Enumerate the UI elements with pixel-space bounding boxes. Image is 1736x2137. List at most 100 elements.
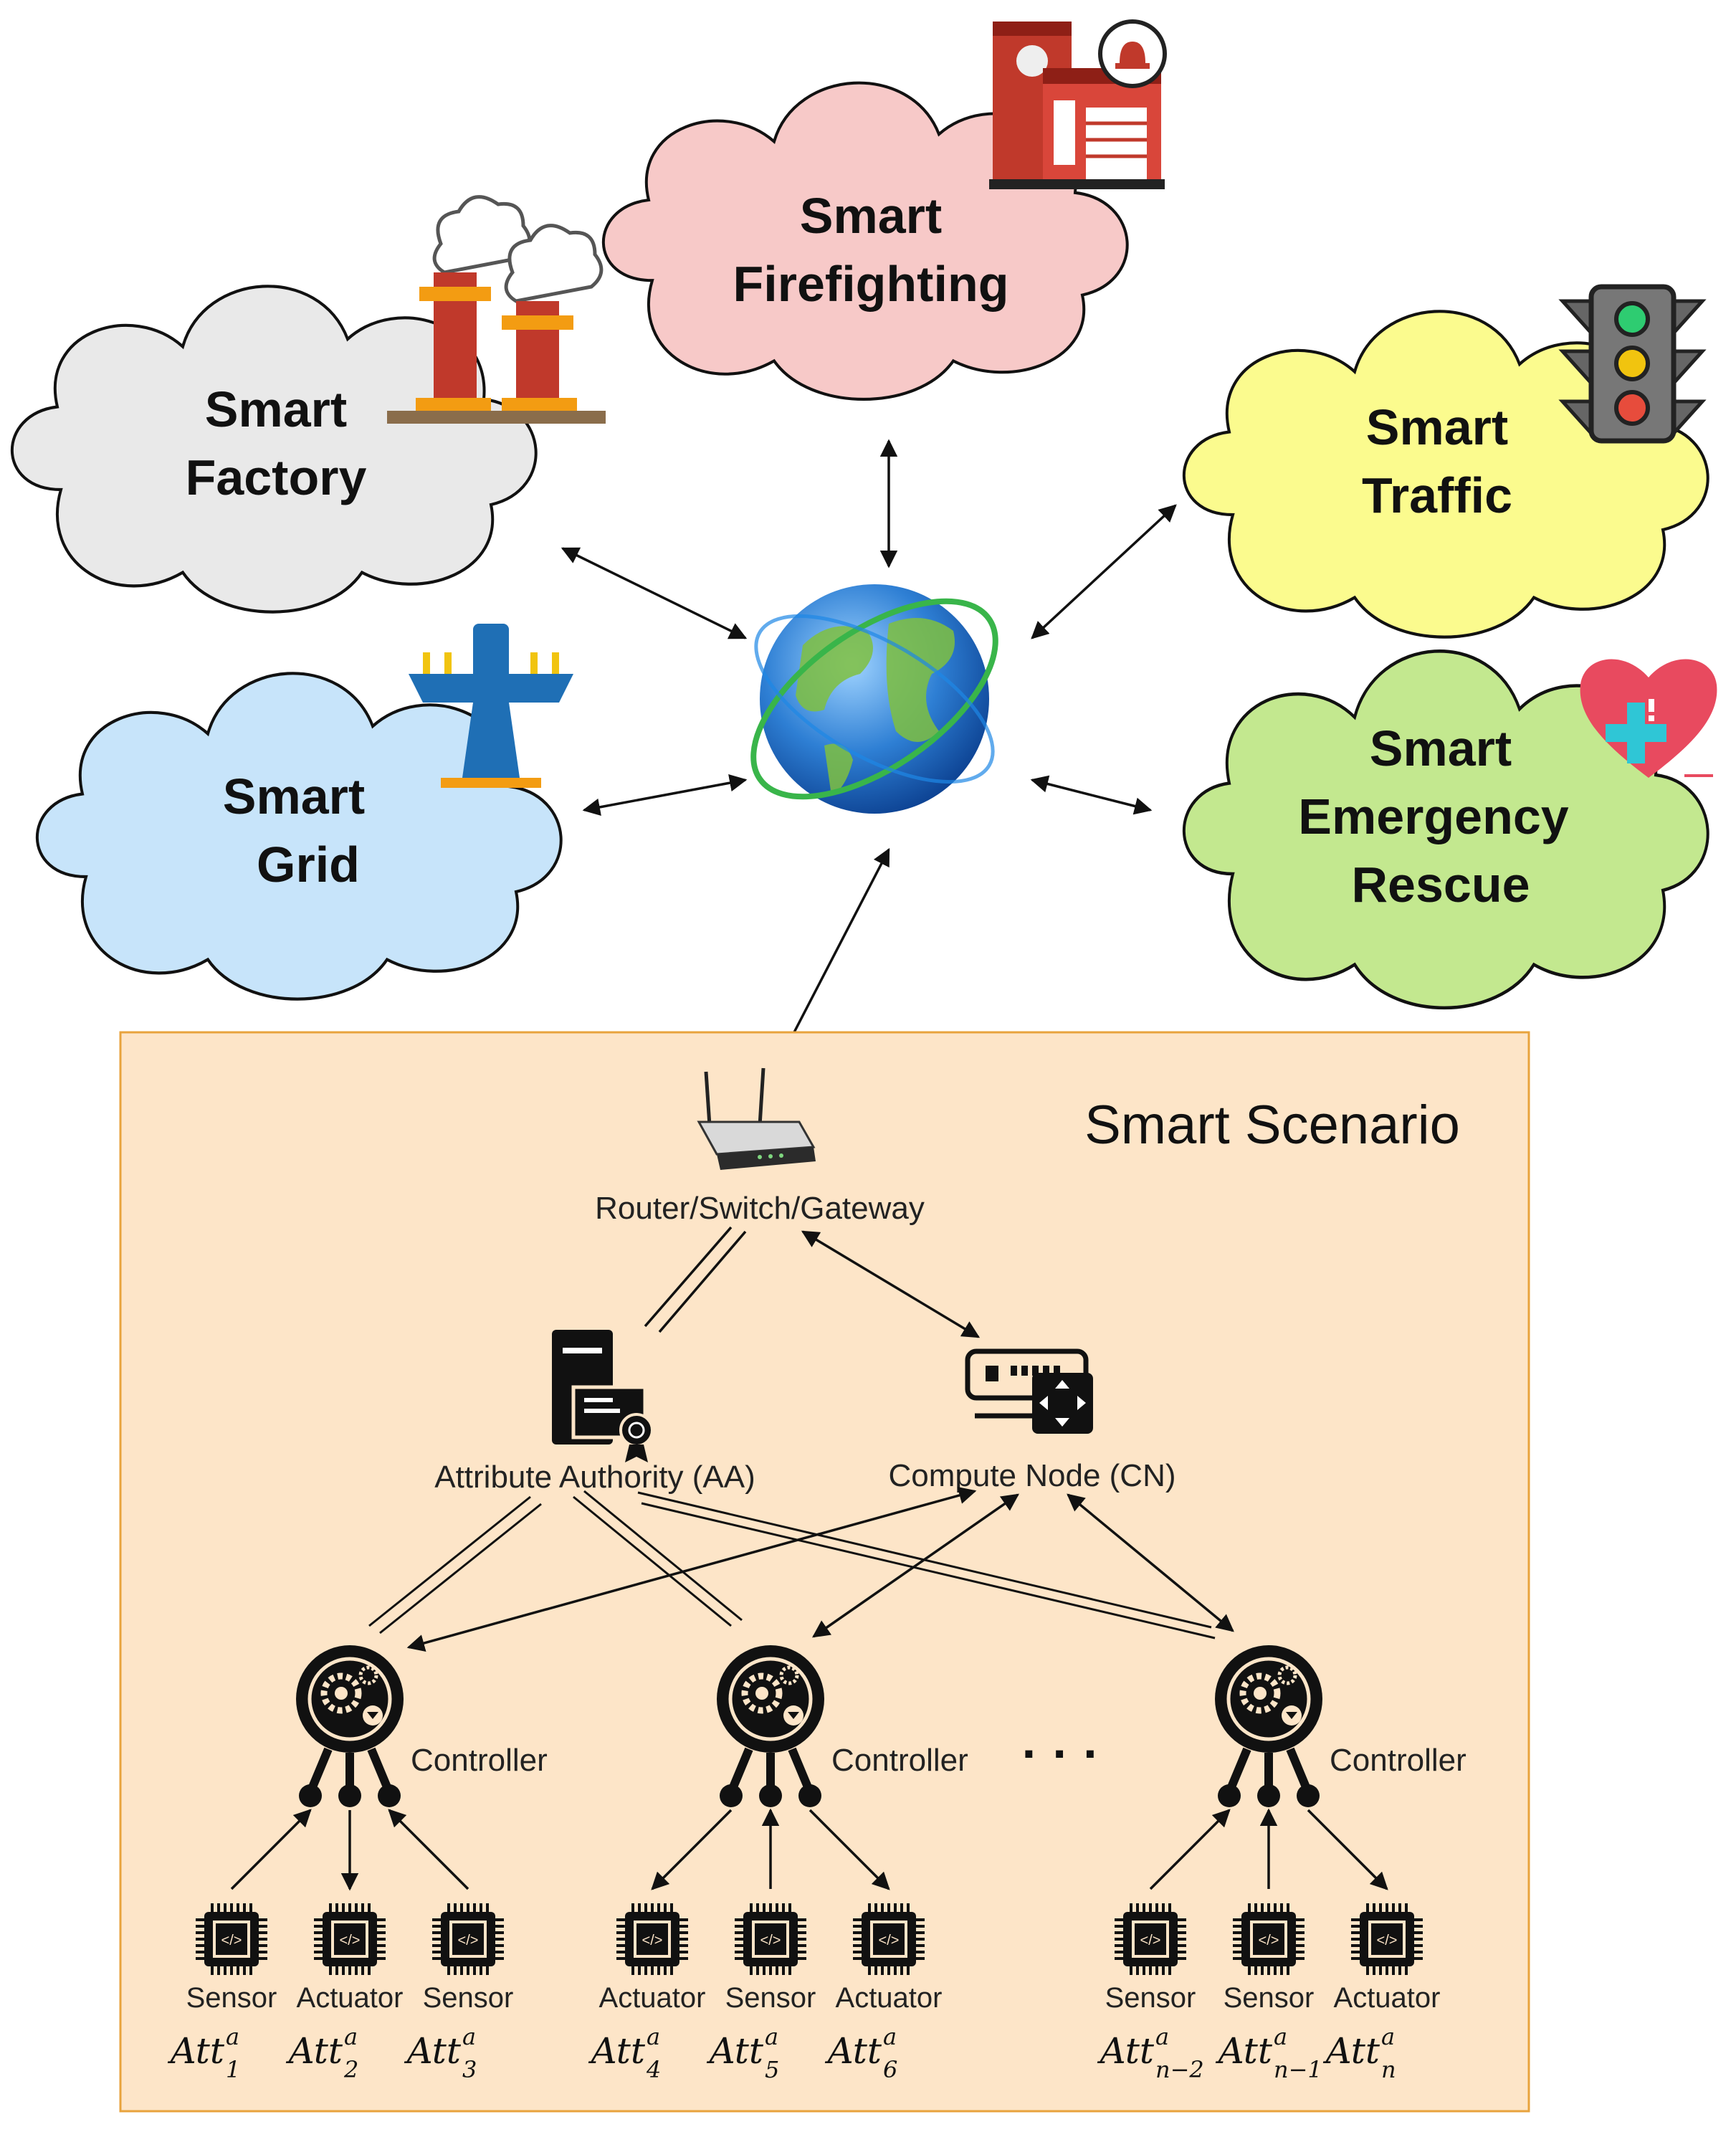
factory-icon [387, 195, 606, 424]
att-base: Att [1216, 2030, 1273, 2072]
router-icon [697, 1067, 816, 1170]
cloud-title-line2: Firefighting [733, 256, 1009, 312]
power-pylon-icon [409, 624, 573, 788]
att-sup: a [647, 2023, 660, 2050]
router-label: Router/Switch/Gateway [595, 1191, 925, 1226]
fire-station-icon [989, 19, 1167, 189]
att-sup: a [344, 2023, 358, 2050]
device-arrow [1307, 1809, 1388, 1890]
att-base: Att [707, 2030, 764, 2072]
arrow-globe-factory [561, 547, 748, 639]
ellipsis: · · · [1022, 1726, 1100, 1781]
scenario-title: Smart Scenario [1084, 1095, 1460, 1156]
cloud-title-line1: Smart [1366, 399, 1508, 455]
controller-gear-icon [296, 1645, 404, 1807]
cn-controller-links [406, 1487, 1234, 1652]
cloud-title-line1: Smart [800, 188, 942, 244]
att-sup: a [462, 2023, 476, 2050]
att-sub: 5 [765, 2056, 779, 2083]
cloud-smart-grid: Smart Grid [37, 673, 561, 999]
cloud-title-line1: Smart [205, 381, 347, 437]
att-sub: 4 [646, 2056, 661, 2083]
controller-gear-icon [717, 1645, 824, 1807]
att-sub: n−2 [1155, 2056, 1204, 2083]
chip-icon: </> [1351, 1903, 1423, 1975]
device-arrow [388, 1809, 469, 1890]
att-sup: a [883, 2023, 897, 2050]
chip-icon: </> [616, 1903, 688, 1975]
router-links [644, 1226, 981, 1338]
att-base: Att [1323, 2030, 1380, 2072]
cloud-smart-factory: Smart Factory [12, 286, 536, 611]
controller-gear-icon [1215, 1645, 1322, 1807]
att-base: Att [286, 2030, 343, 2072]
att-sup: a [1274, 2023, 1287, 2050]
traffic-light-icon [1558, 284, 1707, 444]
cloud-title-line2: Traffic [1362, 467, 1512, 523]
device-type-label: Sensor [1224, 1982, 1315, 2014]
controller-label: Controller [1330, 1743, 1466, 1778]
aa-label: Attribute Authority (AA) [434, 1460, 755, 1495]
att-sup: a [765, 2023, 778, 2050]
att-sub: 2 [343, 2056, 358, 2083]
att-sub: 3 [462, 2056, 477, 2083]
att-base: Att [168, 2030, 225, 2072]
controller-label: Controller [831, 1743, 968, 1778]
svg-text:</>: </> [760, 1933, 781, 1948]
double-line-router-aa [644, 1226, 747, 1333]
device-arrow [230, 1809, 312, 1890]
att-sub: n−1 [1274, 2056, 1322, 2083]
device-arrow [809, 1809, 890, 1890]
device-type-label: Sensor [725, 1982, 816, 2014]
device-type-label: Actuator [836, 1982, 943, 2014]
device-type-label: Sensor [186, 1982, 277, 2014]
cn-label: Compute Node (CN) [888, 1458, 1175, 1493]
heart-medical-icon [1580, 659, 1717, 778]
chip-icon: </> [853, 1903, 925, 1975]
att-base: Att [1097, 2030, 1155, 2072]
controller-label: Controller [411, 1743, 548, 1778]
globe-connections [561, 439, 1177, 1052]
server-certificate-icon [552, 1330, 654, 1462]
device-type-label: Sensor [1105, 1982, 1196, 2014]
chip-icon: </> [735, 1903, 806, 1975]
chip-icon: </> [1233, 1903, 1305, 1975]
globe-icon [750, 584, 998, 814]
cloud-title-line3: Rescue [1351, 857, 1530, 913]
device-arrow [651, 1809, 733, 1890]
arrow-router-cn [801, 1230, 981, 1338]
chip-icon: </> [314, 1903, 386, 1975]
att-sub: 6 [883, 2056, 897, 2083]
svg-text:</>: </> [458, 1933, 479, 1948]
device-type-label: Actuator [297, 1982, 404, 2014]
att-base: Att [825, 2030, 882, 2072]
cloud-title-line1: Smart [223, 768, 365, 824]
cloud-smart-emergency-rescue: Smart Emergency Rescue [1184, 651, 1708, 1008]
svg-text:</>: </> [1259, 1933, 1279, 1948]
arrow-globe-rescue [1030, 775, 1153, 815]
arrow-globe-router [783, 847, 890, 1052]
cloud-title-line2: Grid [257, 837, 360, 893]
cloud-title-line1: Smart [1370, 720, 1512, 776]
chip-icon: </> [196, 1903, 267, 1975]
